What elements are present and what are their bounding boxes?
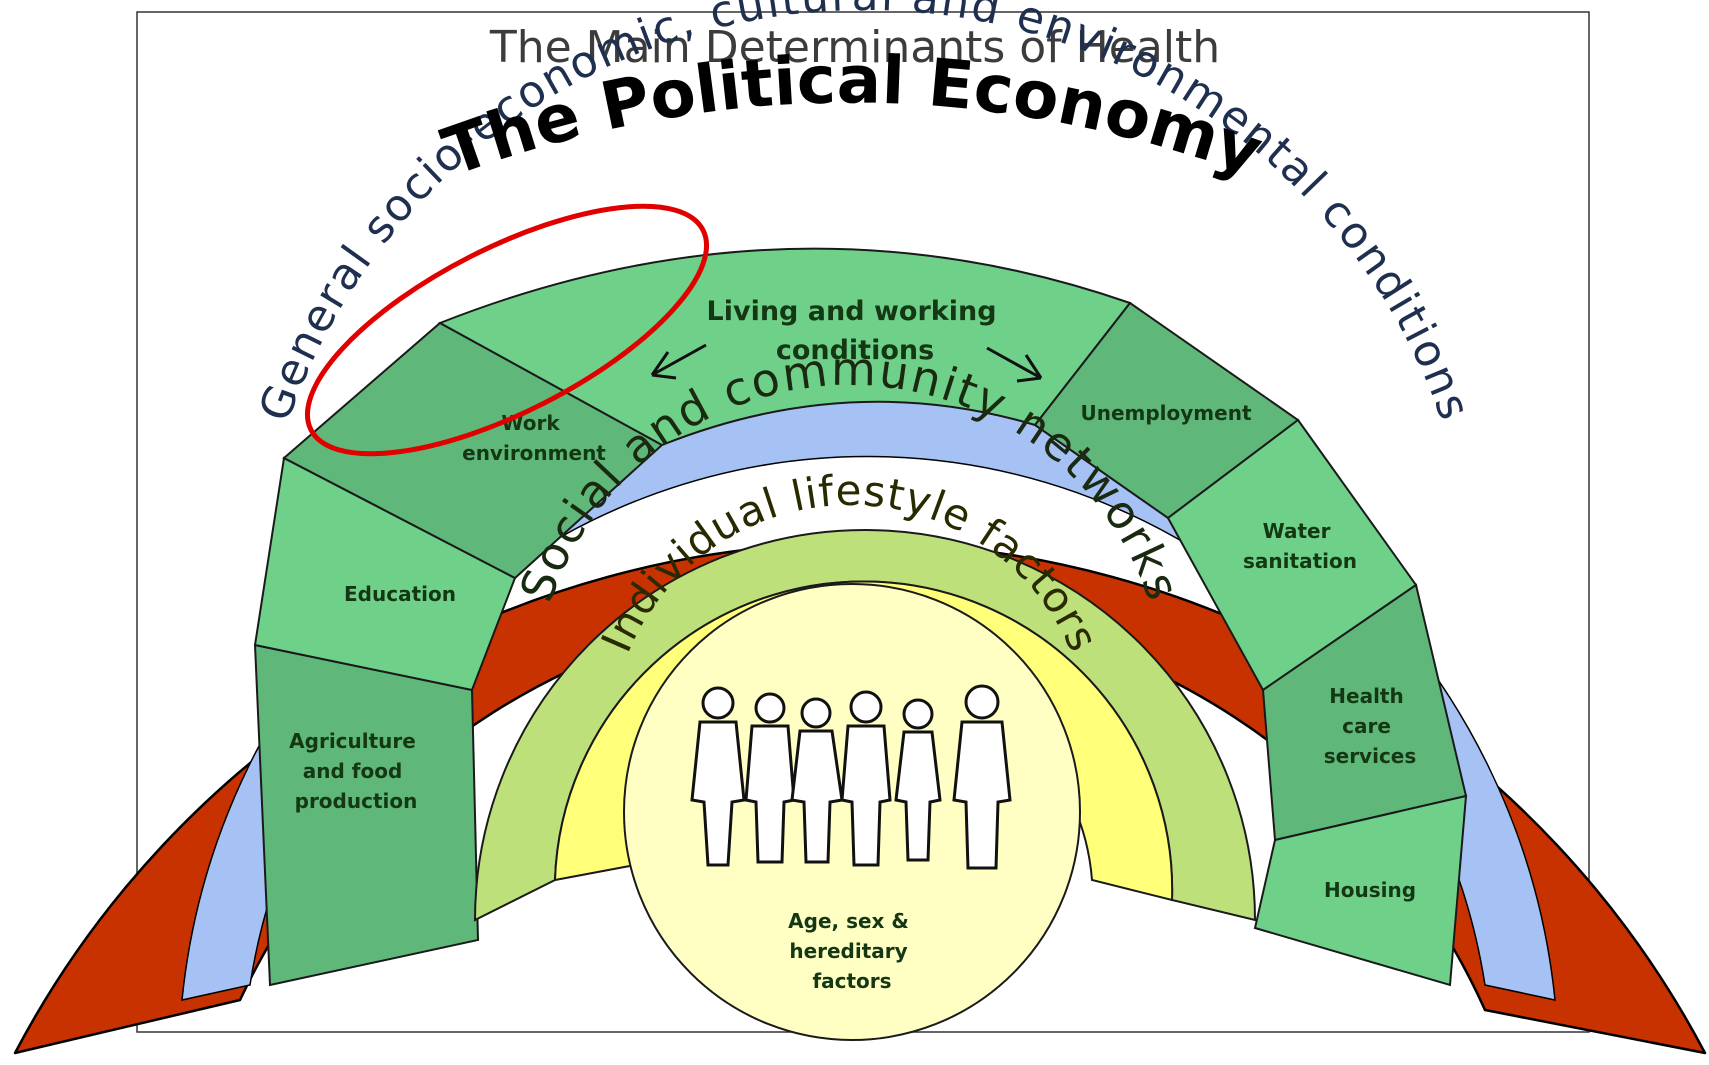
highlight-ellipse: [304, 203, 710, 457]
person-silhouette: [952, 684, 1012, 870]
people-silhouettes: [690, 684, 1012, 870]
label-water-sanitation: Water sanitation: [1243, 519, 1357, 573]
label-housing: Housing: [1324, 878, 1416, 902]
person-silhouette: [744, 692, 796, 864]
core-label: Age, sex & hereditary factors: [788, 909, 916, 993]
segment-agriculture: [253, 643, 480, 987]
person-silhouette: [840, 690, 892, 867]
label-work-environment: Work environment: [462, 411, 606, 465]
living-working-segments: [253, 247, 1468, 987]
arrow-right-icon: [986, 346, 1043, 383]
background-title: The Main Determinants of Health: [489, 22, 1220, 73]
segment-housing: [1253, 794, 1468, 987]
arrow-left-icon: [650, 343, 707, 380]
segment-living-working: [437, 247, 1132, 447]
label-unemployment: Unemployment: [1080, 401, 1251, 425]
person-silhouette: [790, 697, 844, 864]
label-agriculture: Agriculture and food production: [289, 729, 423, 813]
label-education: Education: [344, 582, 456, 606]
living-working-label: Living and working conditions: [707, 296, 1004, 366]
label-health-care: Health care services: [1324, 684, 1417, 768]
person-silhouette: [690, 686, 746, 867]
person-silhouette: [894, 698, 942, 862]
living-working-arrows: [650, 343, 1043, 383]
